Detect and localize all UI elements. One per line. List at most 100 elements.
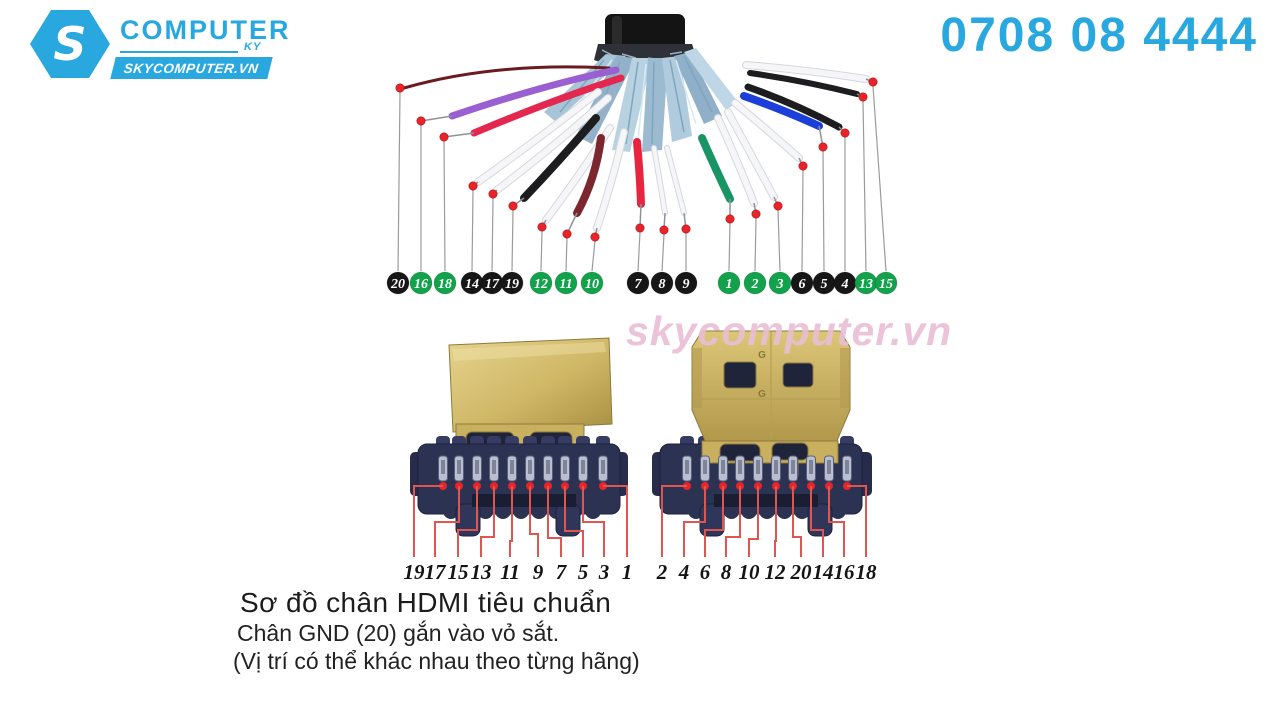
wire-16 <box>448 66 620 120</box>
wire-13 <box>747 70 860 97</box>
leader-line <box>565 237 568 272</box>
pin-contact-groove <box>845 460 849 474</box>
housing-slot <box>714 494 818 507</box>
wire-5 <box>740 92 823 130</box>
brand-tagline: KY <box>244 41 262 53</box>
wire-tip-dot <box>488 189 498 199</box>
pin-contact-groove <box>721 460 725 474</box>
wire-tip-dot <box>508 201 518 211</box>
pin-contact-groove <box>510 460 514 474</box>
wire-tip-dot <box>868 77 878 87</box>
housing-scallop <box>585 503 601 519</box>
cable-jacket <box>605 14 685 52</box>
plug-edge <box>693 348 702 408</box>
pin-trace <box>704 486 724 557</box>
wire-tip-dot <box>840 128 850 138</box>
leader-line <box>661 233 665 272</box>
pin-badge-label: 2 <box>751 277 759 292</box>
connector-pins <box>438 455 852 490</box>
pin-badge-label: 19 <box>505 277 519 292</box>
wire-4 <box>744 83 843 131</box>
pin-badge-8 <box>650 271 674 295</box>
pin-trace <box>582 486 605 557</box>
pin-contact-groove <box>827 460 831 474</box>
pin-badge-19 <box>500 271 524 295</box>
shell-sheen <box>452 342 606 361</box>
plug-hole <box>723 361 757 389</box>
right-connector-photo: G G <box>652 330 872 537</box>
leader-line <box>862 100 867 272</box>
caption-note-2: (Vị trí có thể khác nhau theo từng hãng) <box>233 648 640 674</box>
pin-badge-label: 4 <box>841 277 849 292</box>
wire-8 <box>652 146 667 215</box>
plug-hole <box>782 362 814 388</box>
wire-fan <box>402 61 874 238</box>
pin-row-number: 1 <box>622 560 633 584</box>
pin-row-number: 10 <box>739 560 761 584</box>
pin-badge-18 <box>433 271 457 295</box>
pin-row-number: 16 <box>834 560 856 584</box>
leader-line <box>397 91 401 272</box>
pin-badge-label: 20 <box>390 277 405 292</box>
housing-scallop <box>443 503 459 519</box>
pin-row-number: 13 <box>471 560 492 584</box>
pin-badge-9 <box>674 271 698 295</box>
wire-tip-dot <box>681 224 691 234</box>
pin-badge-label: 3 <box>776 277 784 292</box>
leader-line <box>540 230 543 272</box>
hexagon-shape <box>30 10 110 78</box>
wire-tip-dot <box>590 232 600 242</box>
plug-stamp: G <box>758 350 766 361</box>
wire-tip-dot <box>725 214 735 224</box>
leader-line <box>591 240 596 272</box>
pin-badge-11 <box>554 271 578 295</box>
leader-line <box>637 231 641 272</box>
pin-contact-groove <box>528 460 532 474</box>
pin-trace <box>413 485 443 557</box>
pin-badge-label: 8 <box>659 277 666 292</box>
pin-trace <box>810 486 824 557</box>
pin-contact-groove <box>738 460 742 474</box>
pin-trace <box>748 486 759 557</box>
pin-contact-groove <box>703 460 707 474</box>
pin-badge-1 <box>717 271 741 295</box>
wire-20 <box>402 65 611 90</box>
wire-tip-dot <box>798 161 808 171</box>
wire-tip-dot <box>468 181 478 191</box>
wire-tip-dot <box>395 83 405 93</box>
brand-divider <box>120 51 238 53</box>
pin-badge-label: 15 <box>879 277 893 292</box>
pin-badge-label: 14 <box>465 277 479 292</box>
wire-tip-dot <box>773 201 783 211</box>
wire-19 <box>520 114 600 202</box>
pin-badge-15 <box>874 271 898 295</box>
brand-name: COMPUTER <box>120 15 291 45</box>
pin-row-number: 18 <box>856 560 878 584</box>
pin-badge-label: 10 <box>585 277 599 292</box>
wire-10 <box>594 129 627 231</box>
wire-6 <box>732 100 802 161</box>
wire-bare-tip <box>420 115 453 122</box>
pin-row-number: 19 <box>404 560 426 584</box>
pin-badge-label: 11 <box>559 277 572 292</box>
plug-stamp: G <box>758 389 766 400</box>
pin-trace <box>509 486 513 557</box>
wire-15 <box>743 62 869 82</box>
wire-2 <box>715 115 757 206</box>
leader-line <box>801 169 804 272</box>
pin-contact-groove <box>441 460 445 474</box>
pin-badge-label: 1 <box>726 277 733 292</box>
brand-hexagon-mark: S <box>30 10 110 78</box>
pin-contact-groove <box>809 460 813 474</box>
pin-row-number: 9 <box>533 560 544 584</box>
pin-trace <box>774 486 777 557</box>
pin-badge-label: 6 <box>799 277 806 292</box>
pin-contact-groove <box>601 460 605 474</box>
brand-monogram: S <box>53 17 86 71</box>
pin-trace <box>547 486 562 557</box>
pin-contact-groove <box>457 460 461 474</box>
pin-badge-16 <box>409 271 433 295</box>
brand-logo: S COMPUTER KY SKYCOMPUTER.VN <box>16 2 289 82</box>
pin-badge-label: 5 <box>821 277 828 292</box>
